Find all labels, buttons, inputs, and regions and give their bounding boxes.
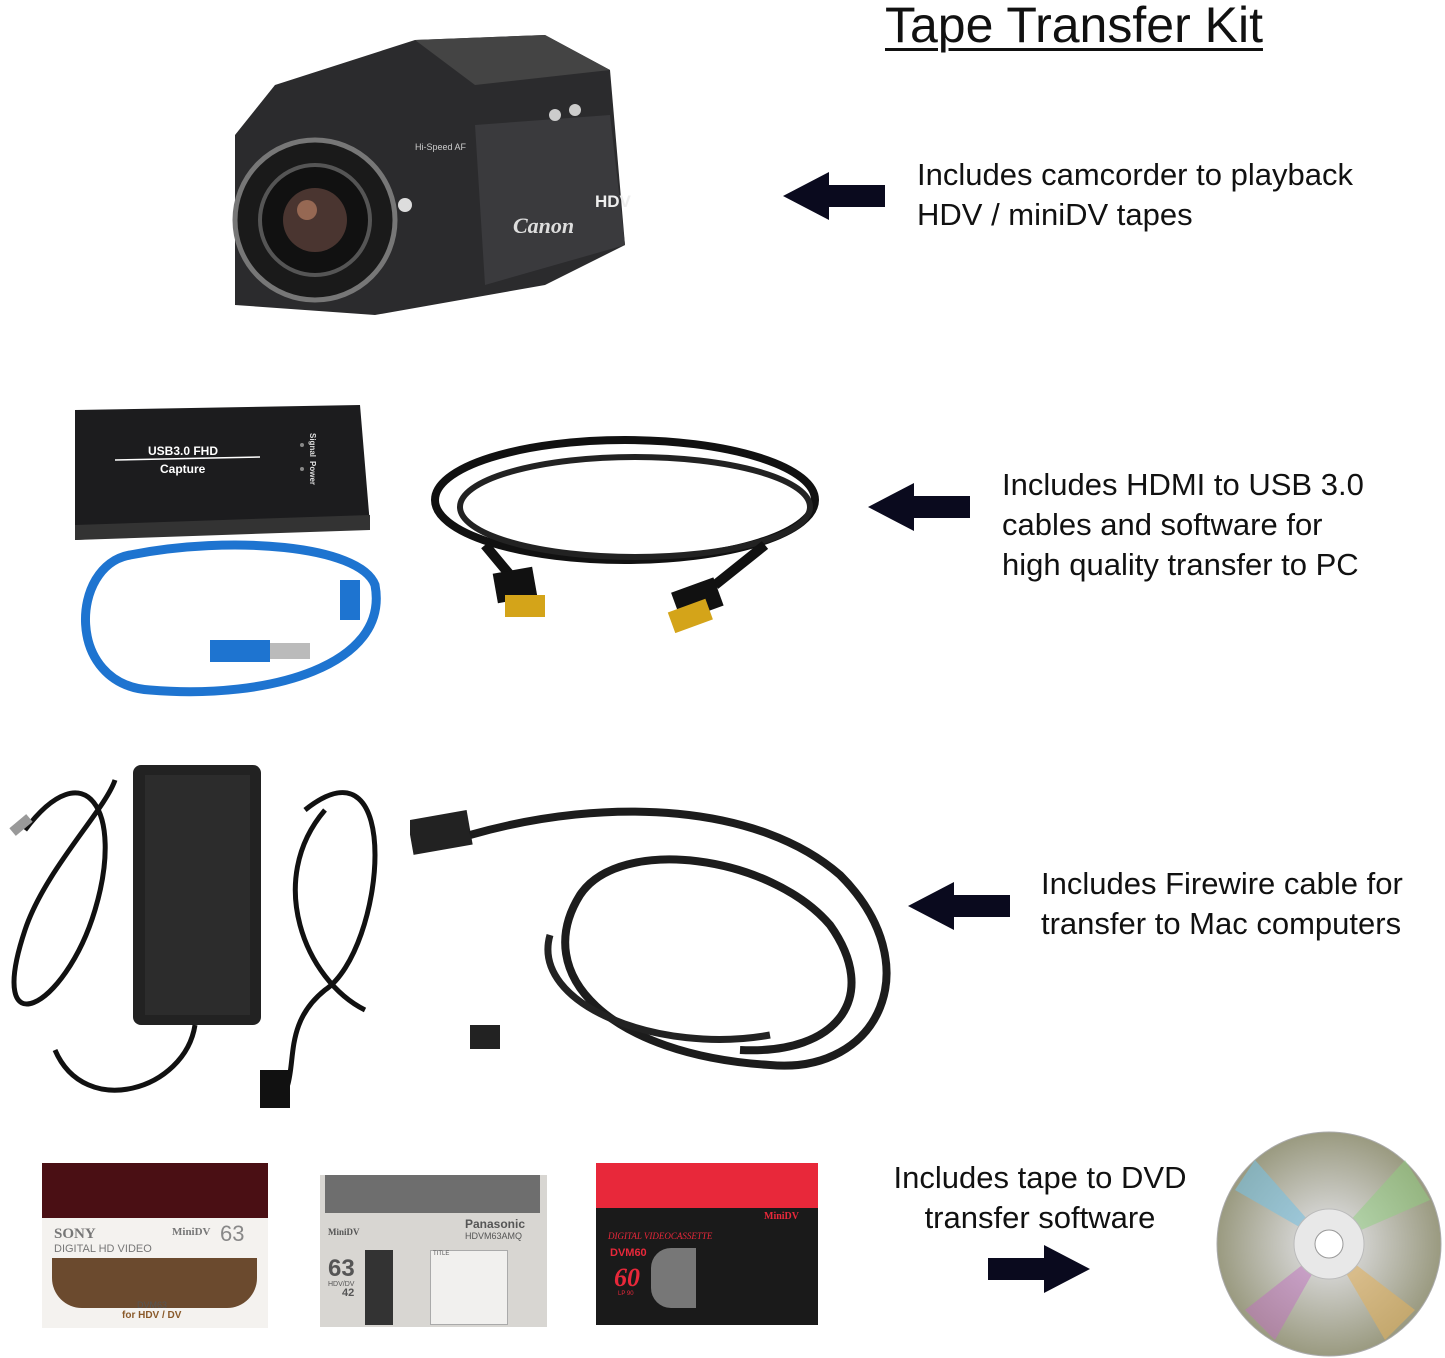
caption-line: HDV / miniDV tapes (917, 197, 1193, 232)
arrow-left-icon (783, 172, 885, 220)
tape-length: 63 (328, 1255, 355, 1282)
camcorder-feature: Hi-Speed AF (415, 142, 467, 152)
dvd-disc-image (1215, 1130, 1443, 1358)
tape-lp: 42 (342, 1287, 355, 1299)
caption-line: Includes camcorder to playback (917, 157, 1353, 192)
camcorder-image: Canon HDV Hi-Speed AF (215, 15, 645, 325)
arrow-left-icon (908, 882, 1010, 930)
camcorder-hdv-mark: HDV (595, 192, 632, 211)
capture-label-1: USB3.0 FHD (148, 444, 218, 458)
tape-subtitle: DIGITAL VIDEOCASSETTE (608, 1231, 713, 1241)
firewire-cable-image (410, 795, 900, 1085)
power-led-label: Power (308, 461, 317, 485)
tape-sub: HDV/DV (328, 1281, 355, 1288)
caption-line: transfer software (924, 1200, 1156, 1235)
minidv-tape: MiniDV DIGITAL VIDEOCASSETTE DVM60 60 LP… (596, 1163, 818, 1325)
tape-brand: Panasonic (465, 1217, 526, 1231)
tape-brand: SONY (54, 1226, 96, 1242)
panasonic-tape: Panasonic HDVM63AMQ MiniDV 63 HDV/DV 42 … (320, 1175, 547, 1327)
capture-device-image: USB3.0 FHD Capture Signal Power (70, 405, 390, 705)
tape-brand: MiniDV (764, 1211, 799, 1222)
power-adapter-image (5, 750, 395, 1115)
caption-line: high quality transfer to PC (1002, 547, 1359, 582)
tape-format: MiniDV (328, 1227, 360, 1237)
tape-model: HDVM63AMQ (465, 1231, 523, 1241)
capture-label-2: Capture (160, 462, 206, 476)
caption-line: transfer to Mac computers (1041, 906, 1402, 941)
tape-model: DVM63 (137, 1300, 168, 1310)
tape-label: TITLE (433, 1251, 450, 1257)
caption-line: Includes tape to DVD (893, 1160, 1187, 1195)
tape-length: 63 (220, 1221, 245, 1246)
camcorder-caption: Includes camcorder to playback HDV / min… (917, 155, 1353, 235)
caption-line: cables and software for (1002, 507, 1323, 542)
tape-note: for HDV / DV (122, 1310, 182, 1321)
dvd-caption: Includes tape to DVD transfer software (880, 1158, 1200, 1238)
camcorder-brand: Canon (513, 213, 574, 238)
hdmi-caption: Includes HDMI to USB 3.0 cables and soft… (1002, 465, 1364, 585)
tape-length: 60 (614, 1263, 640, 1292)
caption-line: Includes HDMI to USB 3.0 (1002, 467, 1364, 502)
hdmi-cable-image (425, 425, 825, 645)
page-title: Tape Transfer Kit (885, 0, 1263, 53)
tape-format: MiniDV (172, 1226, 211, 1238)
tape-lp: LP 90 (618, 1291, 634, 1297)
tape-subtitle: DIGITAL HD VIDEO (54, 1243, 152, 1255)
arrow-right-icon (988, 1245, 1090, 1293)
arrow-left-icon (868, 483, 970, 531)
signal-led-label: Signal (308, 433, 317, 457)
tape-model: DVM60 (610, 1247, 647, 1259)
firewire-caption: Includes Firewire cable for transfer to … (1041, 864, 1403, 944)
caption-line: Includes Firewire cable for (1041, 866, 1403, 901)
sony-tape: SONY MiniDV 63 DIGITAL HD VIDEO DVM63 fo… (42, 1163, 268, 1328)
